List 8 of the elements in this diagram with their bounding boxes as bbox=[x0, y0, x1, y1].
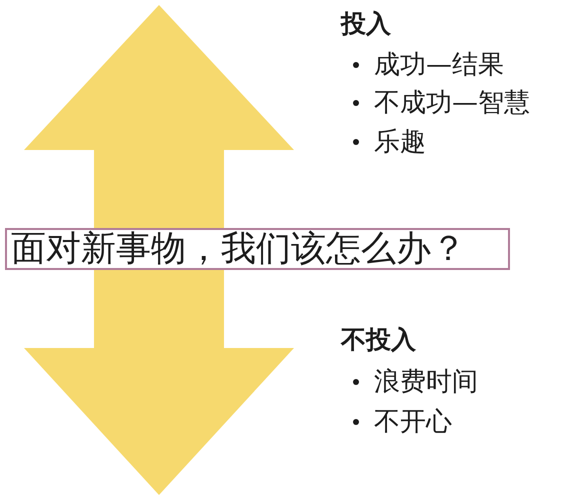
list-item: 不开心 bbox=[374, 406, 452, 438]
question-box: 面对新事物，我们该怎么办？ bbox=[5, 228, 510, 270]
list-item: 乐趣 bbox=[374, 126, 426, 158]
list-item: 成功—结果 bbox=[374, 49, 504, 81]
list-item: 浪费时间 bbox=[374, 366, 478, 398]
list-item: 不成功—智慧 bbox=[374, 87, 530, 119]
section-heading: 不投入 bbox=[341, 325, 416, 355]
section-heading: 投入 bbox=[341, 9, 391, 39]
